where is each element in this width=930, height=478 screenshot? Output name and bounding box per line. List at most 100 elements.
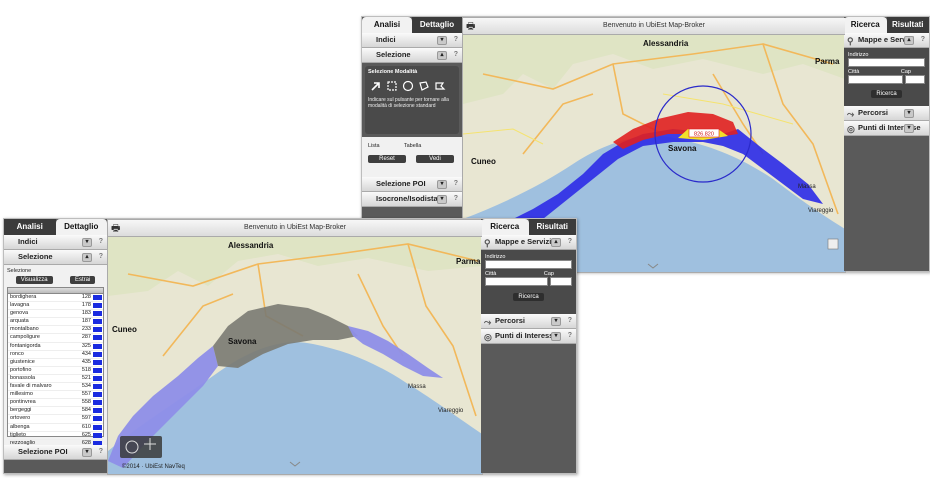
citta-input[interactable] — [485, 277, 548, 286]
map-header: 🖶 Benvenuto in UbiEst Map-Broker — [108, 220, 482, 237]
freehand-tool-icon[interactable] — [434, 80, 446, 92]
accordion-indici[interactable]: Indici ▾? — [4, 235, 107, 250]
row-name: portofino — [10, 366, 32, 373]
row-name: arquata — [10, 318, 29, 325]
lista-label: Lista — [368, 143, 380, 149]
chevron-down-icon[interactable] — [647, 263, 659, 269]
indirizzo-input[interactable] — [485, 260, 572, 269]
print-icon[interactable]: 🖶 — [111, 223, 121, 234]
chevron-down-icon[interactable] — [289, 461, 301, 467]
expand-toggle[interactable]: ▾ — [82, 448, 92, 457]
accordion-punti-interesse[interactable]: ◎Punti di Interesse▾? — [481, 329, 576, 344]
accordion-selezione-poi[interactable]: Selezione POI▾? — [362, 177, 462, 192]
tab-risultati[interactable]: Risultati — [886, 17, 929, 33]
accordion-percorsi[interactable]: ⤳Percorsi▾ — [844, 106, 929, 121]
expand-toggle[interactable]: ▴ — [904, 36, 914, 45]
accordion-label: Indici — [18, 237, 38, 246]
expand-toggle[interactable]: ▾ — [904, 124, 914, 133]
polygon-tool-icon[interactable] — [418, 80, 430, 92]
help-icon[interactable]: ? — [453, 180, 458, 187]
accordion-label: Selezione — [18, 252, 53, 261]
citta-input[interactable] — [848, 75, 904, 84]
arrow-tool-icon[interactable] — [370, 80, 382, 92]
help-icon[interactable]: ? — [98, 448, 103, 455]
expand-toggle[interactable]: ▴ — [437, 51, 447, 60]
tab-risultati[interactable]: Risultati — [528, 219, 576, 235]
estrai-button[interactable]: Estrai — [69, 276, 96, 284]
ricerca-button[interactable]: Ricerca — [513, 293, 544, 301]
accordion-selezione[interactable]: Selezione ▴? — [4, 250, 107, 265]
help-icon[interactable]: ? — [920, 36, 925, 43]
map-canvas[interactable]: Alessandria Parma Cuneo Savona Massa Via… — [108, 236, 482, 474]
help-icon[interactable]: ? — [453, 36, 458, 43]
row-name: tiglieto — [10, 431, 26, 438]
help-icon[interactable]: ? — [453, 195, 458, 202]
accordion-selezione-poi[interactable]: Selezione POI▾? — [4, 445, 107, 460]
print-icon[interactable]: 🖶 — [466, 21, 476, 32]
zoom-out-icon[interactable] — [827, 238, 839, 250]
cap-label: Cap — [543, 271, 554, 277]
tab-analisi[interactable]: Analisi — [362, 17, 412, 33]
visualizza-button[interactable]: Visualizza — [15, 276, 53, 284]
expand-toggle[interactable]: ▾ — [437, 195, 447, 204]
accordion-mappe-servizi[interactable]: ⚲Mappe e Servizi▴? — [481, 235, 576, 250]
cap-input[interactable] — [905, 75, 925, 84]
row-bar — [93, 295, 102, 300]
expand-toggle[interactable]: ▾ — [904, 109, 914, 118]
help-icon[interactable]: ? — [98, 253, 103, 260]
ricerca-button[interactable]: Ricerca — [871, 90, 902, 98]
accordion-punti-interesse[interactable]: ◎Punti di Interesse▾ — [844, 121, 929, 136]
tab-dettaglio[interactable]: Dettaglio — [412, 17, 462, 33]
selection-mode-title: Selezione Modalità — [368, 69, 418, 75]
accordion-isocrone[interactable]: Isocrone/Isodistaz▾? — [362, 192, 462, 207]
help-icon[interactable]: ? — [567, 238, 572, 245]
expand-toggle[interactable]: ▴ — [551, 238, 561, 247]
selezione-sublabel: Selezione — [7, 268, 32, 274]
expand-toggle[interactable]: ▾ — [551, 332, 561, 341]
vedi-button[interactable]: Vedi — [416, 155, 454, 163]
expand-toggle[interactable]: ▾ — [551, 317, 561, 326]
help-icon[interactable]: ? — [567, 332, 572, 339]
rectangle-tool-icon[interactable] — [386, 80, 398, 92]
accordion-mappe-servizi[interactable]: ⚲Mappe e Servizi▴? — [844, 33, 929, 48]
indirizzo-input[interactable] — [848, 58, 925, 67]
circle-tool-icon[interactable] — [402, 80, 414, 92]
accordion-indici[interactable]: Indici▾? — [362, 33, 462, 48]
cap-input[interactable] — [549, 277, 572, 286]
accordion-selezione[interactable]: Selezione▴? — [362, 48, 462, 63]
tab-analisi[interactable]: Analisi — [4, 219, 56, 235]
map-view[interactable]: 🖶 Benvenuto in UbiEst Map-Broker Alessan… — [107, 219, 483, 475]
help-icon[interactable]: ? — [567, 317, 572, 324]
help-icon[interactable]: ? — [453, 51, 458, 58]
expand-toggle[interactable]: ▾ — [437, 180, 447, 189]
tab-dettaglio[interactable]: Dettaglio — [55, 219, 107, 235]
expand-toggle[interactable]: ▴ — [82, 253, 92, 262]
tab-ricerca[interactable]: Ricerca — [481, 219, 529, 235]
accordion-percorsi[interactable]: ⤳Percorsi▾? — [481, 314, 576, 329]
help-icon[interactable]: ? — [98, 238, 103, 245]
reset-button[interactable]: Reset — [368, 155, 406, 163]
expand-toggle[interactable]: ▾ — [82, 238, 92, 247]
place-alessandria: Alessandria — [228, 241, 274, 250]
expand-toggle[interactable]: ▾ — [437, 36, 447, 45]
tab-ricerca[interactable]: Ricerca — [844, 17, 887, 33]
